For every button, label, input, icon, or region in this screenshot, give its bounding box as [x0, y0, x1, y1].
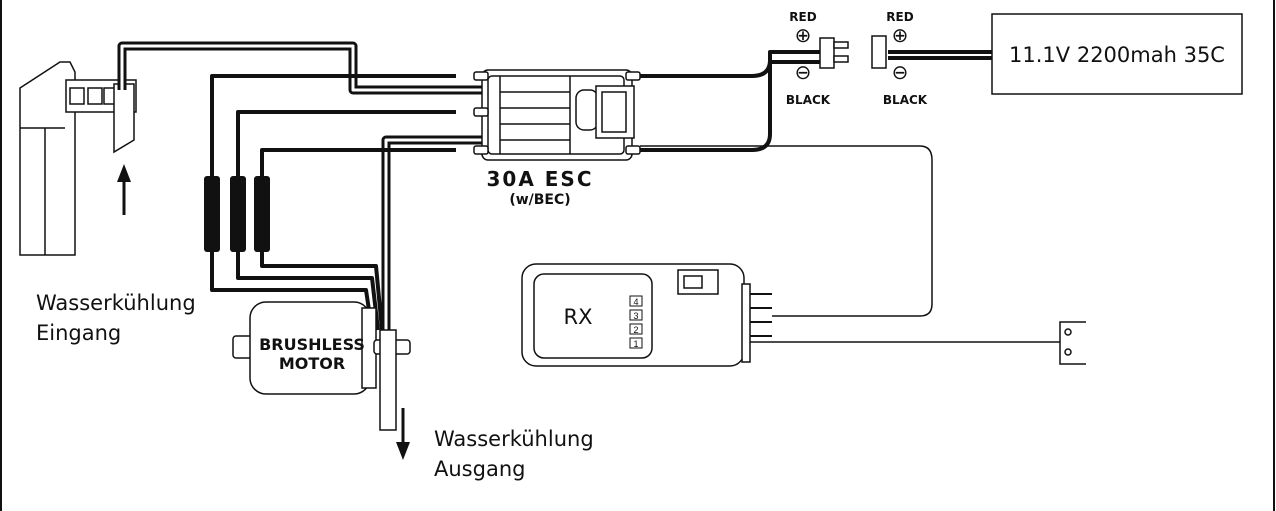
esc-subtitle: (w/BEC) [509, 192, 570, 208]
motor-label-line2: MOTOR [279, 354, 345, 373]
cooling-outlet-tube [379, 329, 397, 431]
receiver-label: RX [564, 305, 593, 329]
outlet-label-line1: Wasserkühlung [434, 427, 594, 451]
inlet-label-line1: Wasserkühlung [36, 291, 196, 315]
rx-lead-plug [1059, 321, 1086, 365]
inlet-label-line2: Eingang [36, 321, 121, 345]
inlet-flow-arrow [117, 164, 131, 215]
minus-symbol-left: ⊖ [795, 62, 812, 84]
connector-right [871, 35, 887, 69]
esc-module [473, 69, 641, 161]
signal-wire [640, 145, 933, 317]
power-wires [640, 50, 992, 152]
black-label-right: BLACK [883, 93, 928, 107]
channel-markers: 4 3 2 1 [629, 295, 643, 349]
minus-symbol-right: ⊖ [892, 62, 909, 84]
receiver [521, 263, 751, 367]
connector-left [819, 37, 849, 69]
esc-title: 30A ESC [486, 167, 593, 191]
cooling-inlet-bracket [19, 61, 137, 256]
red-label-right: RED [886, 10, 913, 24]
plus-symbol-left: ⊕ [795, 25, 812, 47]
black-label-left: BLACK [786, 93, 831, 107]
channel-3-label: 3 [633, 311, 638, 321]
plus-symbol-right: ⊕ [892, 25, 909, 47]
motor-phase-wires [210, 74, 456, 331]
battery-box [991, 13, 1243, 95]
battery-label: 11.1V 2200mah 35C [1009, 43, 1225, 67]
brushless-motor [232, 301, 411, 395]
red-label-left: RED [789, 10, 816, 24]
channel-4-label: 4 [633, 297, 638, 307]
outlet-flow-arrow [396, 408, 410, 460]
heat-shrink-sleeves [204, 176, 270, 252]
motor-label-line1: BRUSHLESS [259, 335, 365, 354]
channel-2-label: 2 [633, 325, 638, 335]
outlet-label-line2: Ausgang [434, 457, 525, 481]
receiver-pins [750, 293, 772, 337]
channel-1-label: 1 [633, 339, 638, 349]
